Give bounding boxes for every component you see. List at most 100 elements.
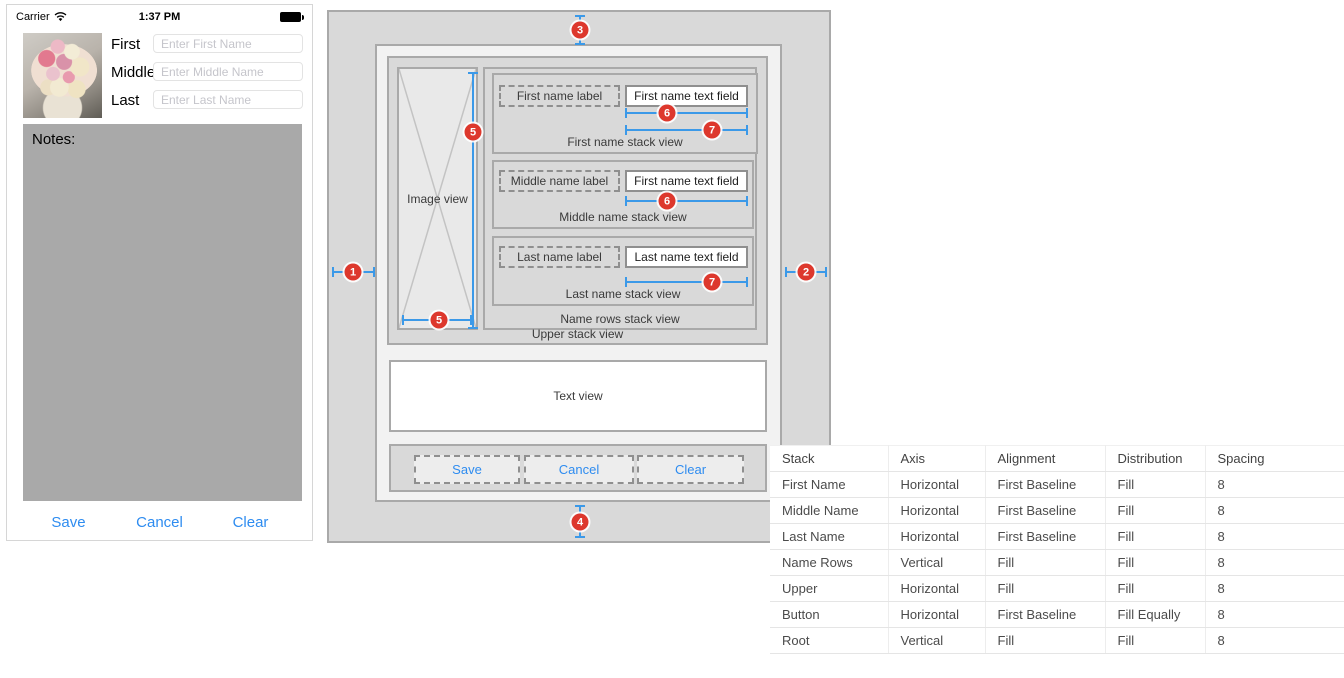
name-rows-caption: Name rows stack view [560,312,680,326]
table-row: Last Name Horizontal First Baseline Fill… [770,523,1344,550]
field-width-measure-7b [625,277,748,287]
cell-axis: Vertical [887,549,985,576]
cell-distribution: Fill Equally [1104,601,1205,628]
table-row: Root Vertical Fill Fill 8 [770,627,1344,654]
name-rows-stack-view: First name label First name text field 6… [483,67,758,330]
last-name-input[interactable] [153,90,303,109]
marker-5-badge-horizontal: 5 [430,311,448,329]
table-row: Button Horizontal First Baseline Fill Eq… [770,601,1344,628]
last-name-field-box: Last name text field [625,246,748,268]
cell-distribution: Fill [1104,523,1205,550]
carrier-label: Carrier [16,10,50,23]
notes-label: Notes: [32,131,76,148]
first-name-input[interactable] [153,34,303,53]
last-name-label: Last [111,92,140,109]
cell-spacing: 8 [1204,601,1344,628]
cell-axis: Horizontal [887,471,985,498]
button-row: Save Cancel Clear [23,512,296,532]
diagram-clear-button: Clear [637,455,744,484]
upper-stack-view: Image view 5 5 First name label First na… [387,56,768,345]
last-name-stack-view: Last name label Last name text field 7 L… [492,236,754,306]
cell-distribution: Fill [1104,627,1205,654]
marker-1-badge: 1 [344,263,362,281]
marker-3-badge: 3 [571,21,589,39]
header-stack: Stack [770,445,888,472]
first-name-stack-caption: First name stack view [567,135,683,149]
profile-photo [23,33,102,118]
middle-name-input[interactable] [153,62,303,81]
first-name-label: First [111,36,141,53]
cell-stack: Root [770,627,888,654]
stack-properties-table: Stack Axis Alignment Distribution Spacin… [770,445,1344,654]
cell-stack: Name Rows [770,549,888,576]
header-alignment: Alignment [984,445,1105,472]
text-view-label: Text view [553,389,603,403]
cancel-button[interactable]: Cancel [114,512,205,532]
middle-name-label: Middle [111,64,156,81]
table-row: Upper Horizontal Fill Fill 8 [770,575,1344,602]
marker-6-badge-first: 6 [658,104,676,122]
status-bar: Carrier 1:37 PM [16,9,304,24]
notes-text-view[interactable]: Notes: [23,124,302,501]
header-distribution: Distribution [1104,445,1205,472]
cell-axis: Horizontal [887,523,985,550]
cell-axis: Horizontal [887,497,985,524]
cell-spacing: 8 [1204,627,1344,654]
cell-axis: Horizontal [887,575,985,602]
stack-view-diagram: 1 2 3 4 Image view 5 5 [327,10,831,543]
cell-stack: Button [770,601,888,628]
battery-icon [280,12,304,22]
wifi-icon [54,11,67,21]
cell-spacing: 8 [1204,497,1344,524]
last-name-label-box: Last name label [499,246,620,268]
marker-5-badge-vertical: 5 [464,123,482,141]
cell-spacing: 8 [1204,523,1344,550]
cell-alignment: First Baseline [984,471,1105,498]
image-placeholder-x-icon [399,69,476,328]
diagram-save-button: Save [414,455,520,484]
marker-6-badge-middle: 6 [658,192,676,210]
clear-button[interactable]: Clear [205,512,296,532]
table-header-row: Stack Axis Alignment Distribution Spacin… [770,445,1344,472]
marker-2-badge: 2 [797,263,815,281]
cell-alignment: Fill [984,627,1105,654]
header-spacing: Spacing [1204,445,1344,472]
first-name-stack-view: First name label First name text field 6… [492,73,758,154]
middle-name-stack-view: Middle name label First name text field … [492,160,754,229]
cell-stack: Last Name [770,523,888,550]
image-view-label: Image view [407,191,468,206]
field-width-measure-6 [625,108,748,118]
root-stack-view: Image view 5 5 First name label First na… [375,44,782,502]
image-view-placeholder: Image view [397,67,478,330]
save-button[interactable]: Save [23,512,114,532]
table-row: First Name Horizontal First Baseline Fil… [770,471,1344,498]
upper-stack-caption: Upper stack view [531,327,624,341]
cell-alignment: Fill [984,575,1105,602]
middle-name-stack-caption: Middle name stack view [559,210,687,224]
diagram-cancel-button: Cancel [524,455,634,484]
cell-alignment: Fill [984,549,1105,576]
last-name-stack-caption: Last name stack view [565,287,681,301]
cell-distribution: Fill [1104,549,1205,576]
middle-name-label-box: Middle name label [499,170,620,192]
cell-alignment: First Baseline [984,523,1105,550]
marker-7-badge-last: 7 [703,273,721,291]
cell-spacing: 8 [1204,471,1344,498]
button-stack-view: Save Cancel Clear [389,444,767,492]
first-name-label-box: First name label [499,85,620,107]
table-row: Middle Name Horizontal First Baseline Fi… [770,497,1344,524]
cell-distribution: Fill [1104,497,1205,524]
marker-7-badge-first: 7 [703,121,721,139]
marker-4-badge: 4 [571,513,589,531]
cell-spacing: 8 [1204,549,1344,576]
field-width-measure-6b [625,196,748,206]
cell-distribution: Fill [1104,575,1205,602]
cell-stack: Upper [770,575,888,602]
cell-spacing: 8 [1204,575,1344,602]
image-height-measure [468,72,478,329]
table-row: Name Rows Vertical Fill Fill 8 [770,549,1344,576]
cell-alignment: First Baseline [984,497,1105,524]
cell-axis: Horizontal [887,601,985,628]
cell-distribution: Fill [1104,471,1205,498]
